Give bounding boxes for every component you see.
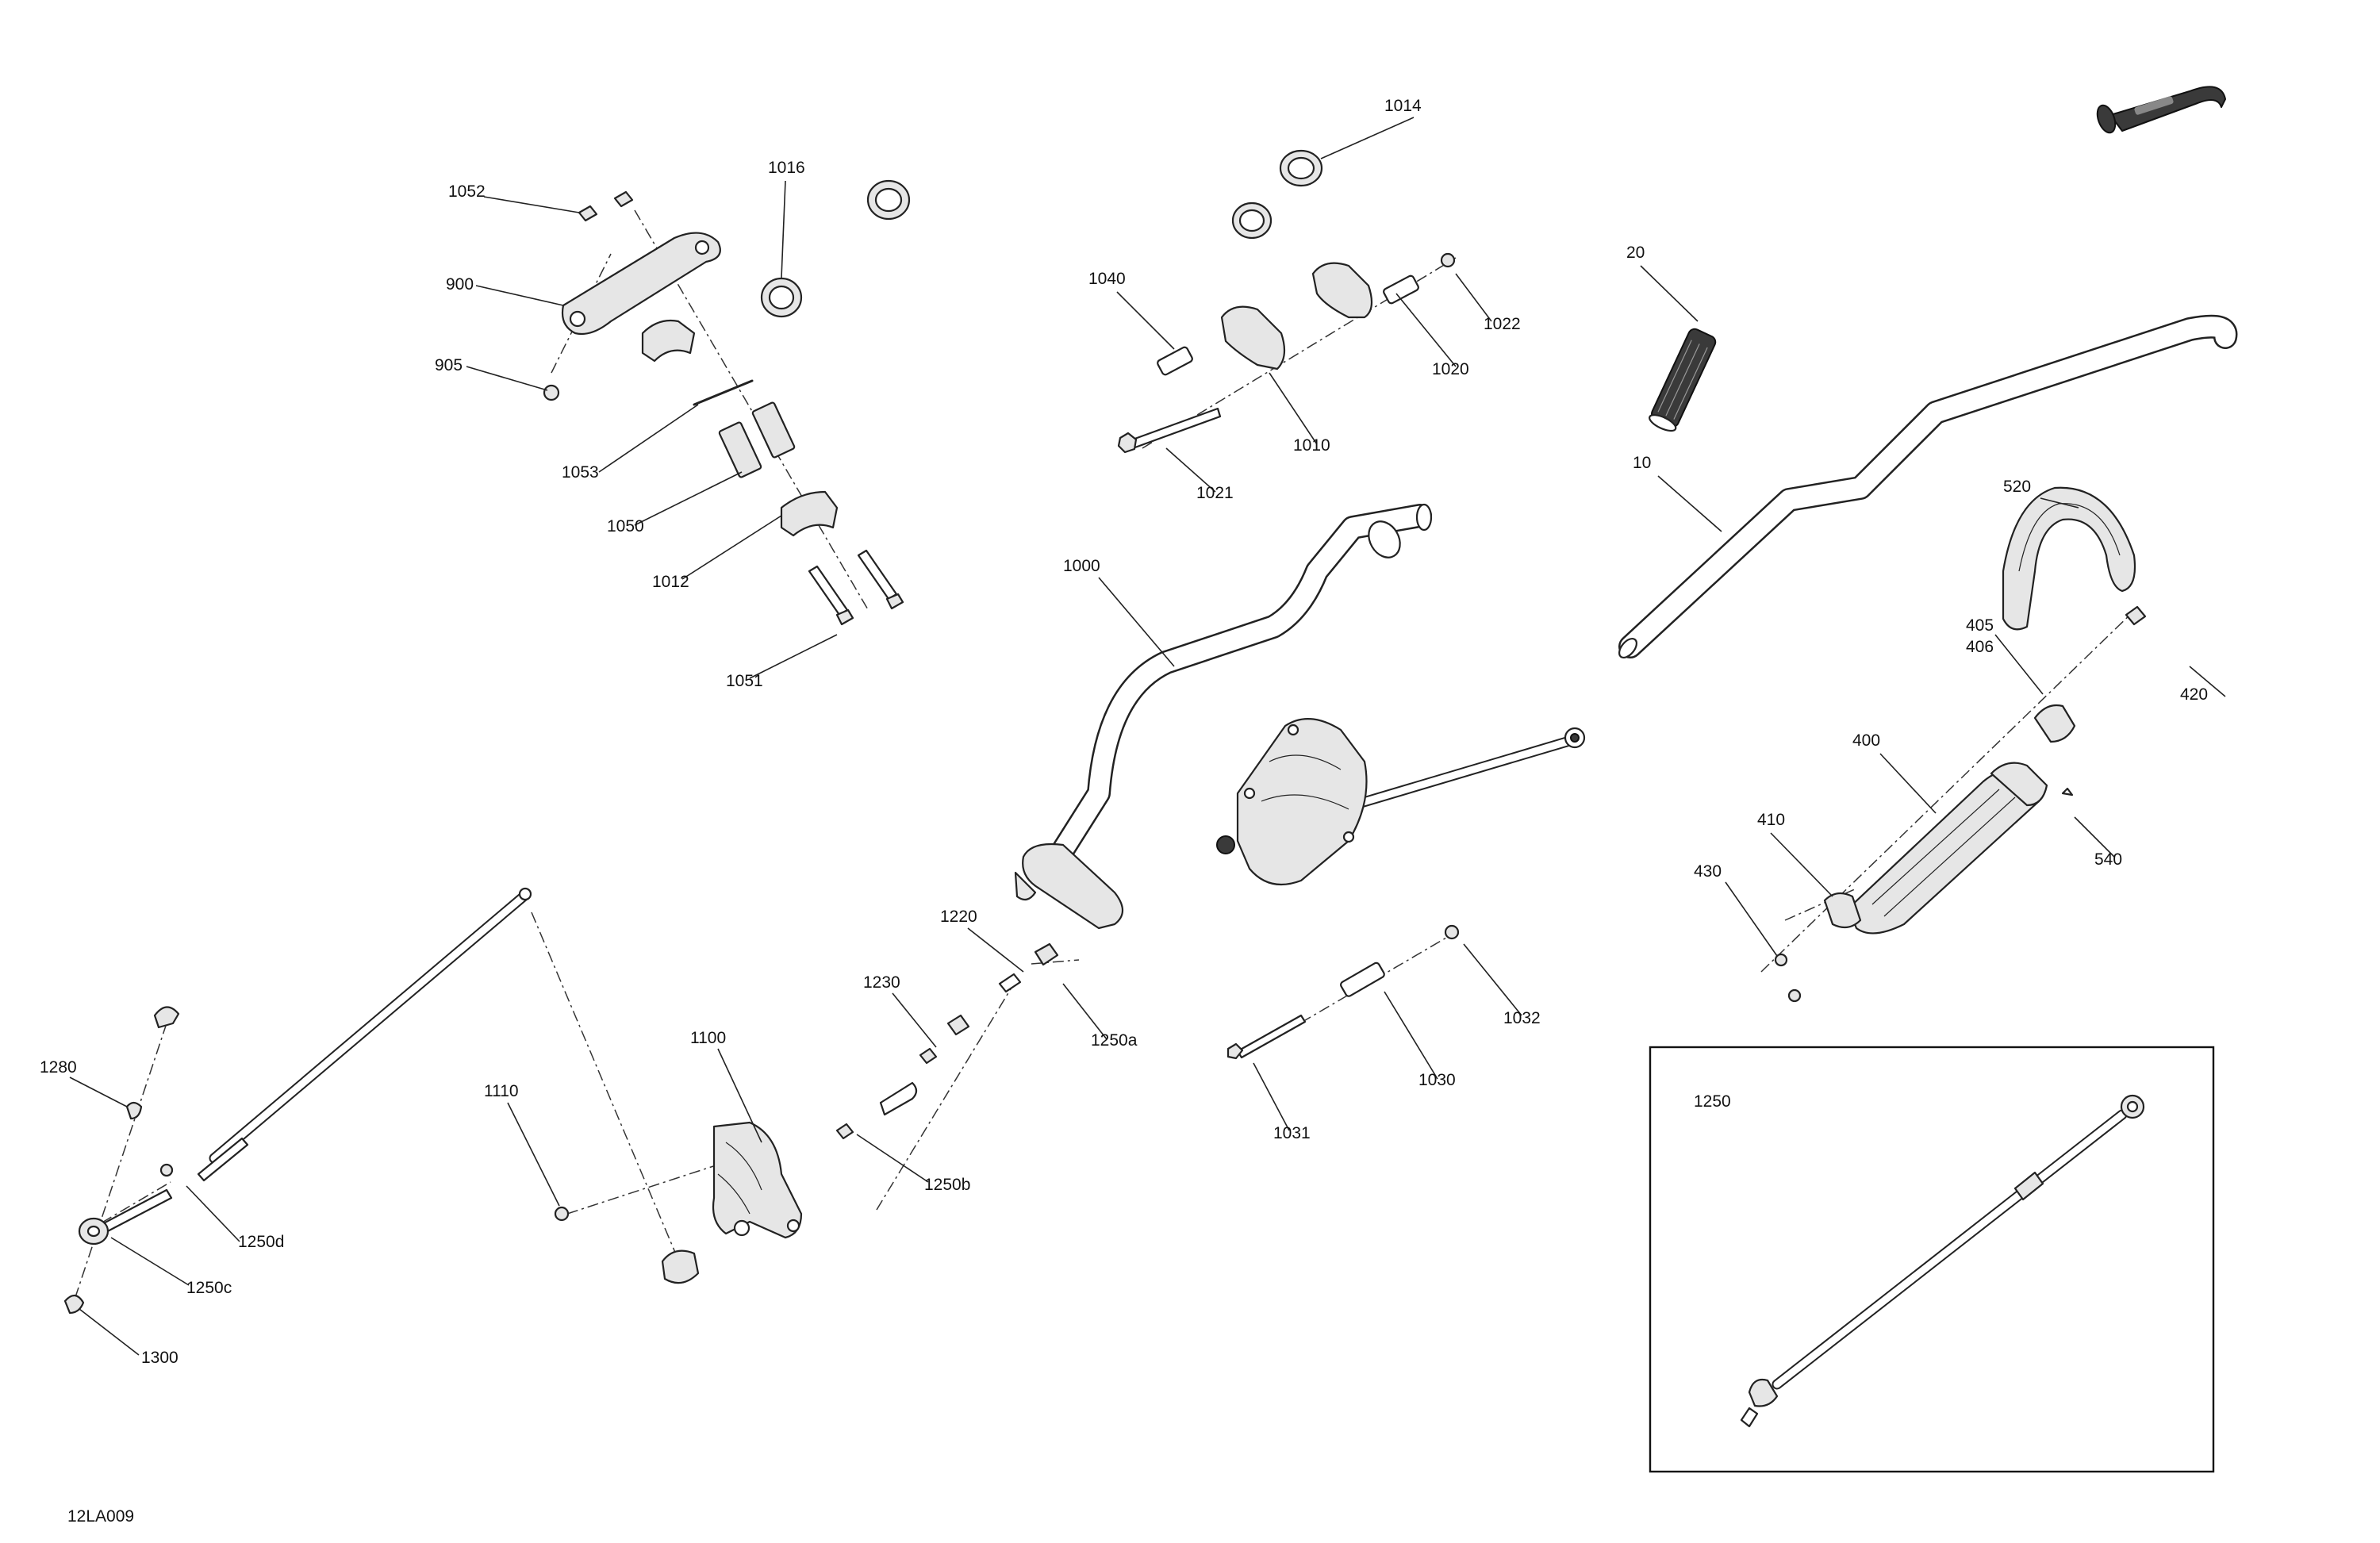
leader-line <box>79 1308 140 1356</box>
callout-905: 905 <box>435 356 463 374</box>
leader-line <box>110 1237 190 1286</box>
heated-grip <box>2096 86 2226 134</box>
callout-406: 406 <box>1966 638 1994 656</box>
callout-1052: 1052 <box>448 182 486 201</box>
callout-1032: 1032 <box>1503 1009 1541 1027</box>
callout-1021: 1021 <box>1196 484 1234 502</box>
callout-1250a: 1250a <box>1091 1031 1138 1050</box>
inset-frame <box>1649 1046 2215 1473</box>
callout-1230: 1230 <box>863 973 900 992</box>
callout-1016: 1016 <box>768 159 805 177</box>
steering-rod-left <box>78 887 532 1246</box>
handlebar-clamp-upper <box>1117 252 1456 454</box>
leader-line <box>749 634 838 679</box>
callout-420: 420 <box>2180 685 2208 704</box>
callout-430: 430 <box>1694 862 1722 881</box>
callout-1051: 1051 <box>726 672 763 690</box>
leader-line <box>2189 666 2226 697</box>
callout-1053: 1053 <box>562 463 599 482</box>
callout-1000: 1000 <box>1063 557 1100 575</box>
callout-1280: 1280 <box>40 1058 77 1077</box>
leader-line <box>1879 753 1937 814</box>
hand-guard <box>2002 486 2136 631</box>
leader-line <box>507 1102 560 1207</box>
leader-line <box>1062 983 1107 1040</box>
callout-410: 410 <box>1757 811 1785 829</box>
leader-line <box>2074 816 2115 858</box>
leader-line <box>681 515 782 580</box>
callout-1110: 1110 <box>484 1082 519 1100</box>
steering-cover-tierod <box>1216 718 1586 886</box>
leader-line <box>892 992 937 1048</box>
leader-line <box>1395 293 1457 367</box>
callout-1010: 1010 <box>1293 436 1330 455</box>
leader-line <box>1116 291 1175 350</box>
clamp-stack-left <box>543 190 904 626</box>
leader-line <box>1640 265 1699 322</box>
callout-1022: 1022 <box>1484 315 1521 333</box>
callout-1020: 1020 <box>1432 360 1469 378</box>
leader-line <box>1994 634 2044 695</box>
callout-1012: 1012 <box>652 573 689 591</box>
leader-lines <box>69 117 2226 1356</box>
callout-1250c: 1250c <box>186 1279 232 1297</box>
inset-rod-drawing <box>1740 1094 2145 1428</box>
callout-20: 20 <box>1626 244 1645 262</box>
callout-1250d: 1250d <box>238 1233 284 1251</box>
leader-line <box>967 927 1024 973</box>
leader-line <box>1455 273 1492 322</box>
leader-line <box>466 366 548 391</box>
callout-405: 405 <box>1966 616 1994 635</box>
callout-labels: 10 20 400 405 406 410 420 430 520 540 90… <box>40 97 2208 1526</box>
callout-1250b: 1250b <box>924 1176 970 1194</box>
callout-1014: 1014 <box>1384 97 1422 115</box>
callout-400: 400 <box>1852 731 1880 750</box>
callout-900: 900 <box>446 275 474 294</box>
callout-1050: 1050 <box>607 517 644 535</box>
bushing-rings <box>760 149 1323 318</box>
leader-line <box>717 1048 762 1143</box>
leader-line <box>2040 497 2079 509</box>
grip <box>1649 328 1717 432</box>
leader-line <box>1657 475 1722 532</box>
assembly-axes <box>71 209 2135 1310</box>
leader-line <box>1320 117 1415 159</box>
leader-line <box>1098 577 1175 667</box>
leader-line <box>1463 943 1522 1016</box>
leader-line <box>1269 372 1318 445</box>
diagram-code: 12LA009 <box>67 1507 134 1526</box>
handlebar-riser <box>1014 503 1433 930</box>
leader-line <box>1253 1062 1290 1131</box>
callout-520: 520 <box>2003 478 2031 496</box>
leader-line <box>1770 832 1833 897</box>
callout-1030: 1030 <box>1418 1071 1456 1089</box>
leader-line <box>483 196 580 213</box>
callout-1031: 1031 <box>1273 1124 1311 1142</box>
leader-line <box>856 1134 929 1183</box>
inset-label: 1250 <box>1694 1092 1731 1111</box>
callout-1220: 1220 <box>940 908 977 926</box>
steering-column-right <box>1774 605 2147 1003</box>
small-hardware <box>63 924 1460 1315</box>
leader-line <box>598 404 699 473</box>
leader-line <box>1384 991 1438 1080</box>
callout-1300: 1300 <box>141 1349 178 1367</box>
leader-line <box>634 471 743 526</box>
lower-pivot-bracket <box>712 1121 803 1239</box>
leader-line <box>186 1185 240 1242</box>
leader-line <box>475 285 564 306</box>
leader-line <box>69 1077 128 1107</box>
callout-1040: 1040 <box>1088 270 1126 288</box>
callout-1100: 1100 <box>690 1029 726 1047</box>
callout-10: 10 <box>1633 454 1651 472</box>
leader-line <box>1165 447 1216 493</box>
leader-line <box>1725 881 1778 957</box>
callout-540: 540 <box>2094 850 2122 869</box>
leader-line <box>781 180 786 278</box>
handlebar-main <box>1618 314 2238 658</box>
